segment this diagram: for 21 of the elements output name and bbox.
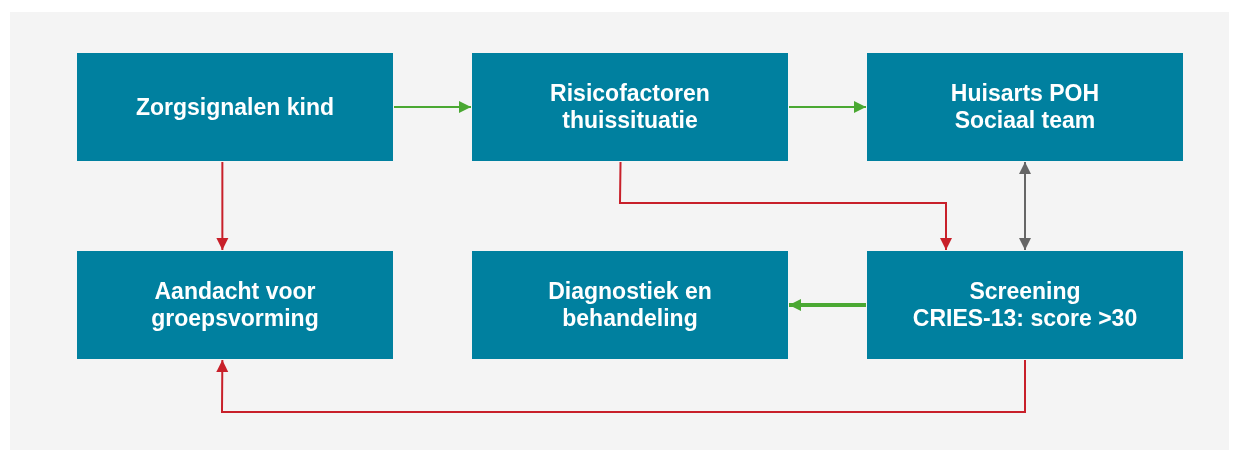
arrow (216, 161, 229, 251)
box-label: Sociaal team (954, 107, 1096, 134)
box-label: CRIES-13: score >30 (912, 305, 1138, 332)
box-label: Aandacht voor groepsvorming (150, 278, 320, 332)
arrow (1019, 161, 1031, 251)
box-label: Diagnostiek en behandeling (547, 278, 713, 332)
box-label: Screening (969, 278, 1081, 305)
process-box (867, 53, 1183, 161)
process-box (77, 251, 393, 359)
arrow (619, 161, 952, 251)
process-box (472, 53, 788, 161)
box-label: Zorgsignalen kind (135, 93, 335, 121)
box-label: Risicofactoren thuissituatie (549, 80, 711, 134)
box-label: Huisarts POH (950, 80, 1100, 107)
process-box (472, 251, 788, 359)
arrow (788, 101, 867, 113)
arrow (216, 359, 1026, 413)
process-box (867, 251, 1183, 359)
arrow (393, 101, 472, 113)
arrow (789, 299, 866, 311)
process-box (77, 53, 393, 161)
